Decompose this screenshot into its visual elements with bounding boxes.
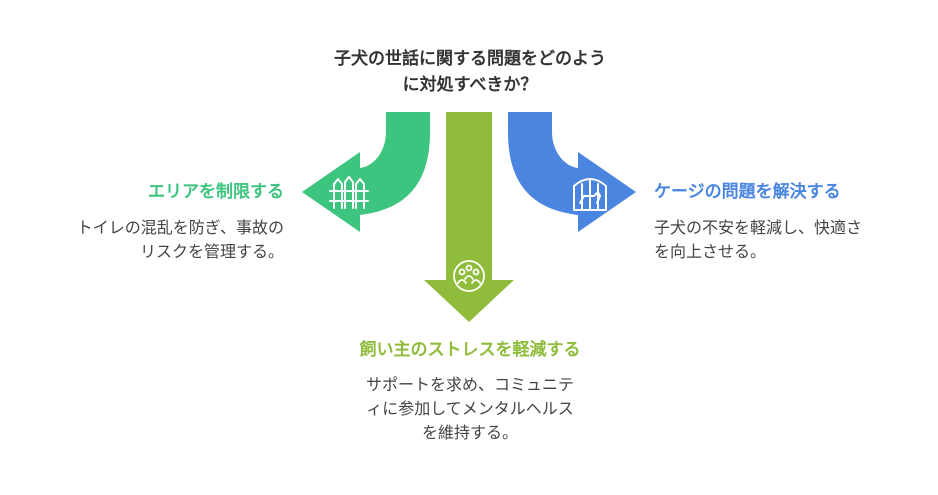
title-line-2: に対処すべきか？: [402, 75, 538, 95]
center-branch-heading: 飼い主のストレスを軽減する: [359, 340, 581, 360]
right-desc-line-1: 子犬の不安を軽減し、快適さ: [654, 218, 863, 237]
right-branch-heading: ケージの問題を解決する: [654, 182, 841, 202]
left-desc-line-2: リスクを管理する。: [139, 242, 284, 261]
left-branch-heading: エリアを制限する: [148, 182, 284, 202]
right-branch-description: 子犬の不安を軽減し、快適さ を向上させる。: [654, 216, 862, 264]
center-branch-description: サポートを求め、コミュニテ ィに参加してメンタルヘルス を維持する。: [300, 373, 640, 445]
left-desc-line-1: トイレの混乱を防ぎ、事故の: [76, 218, 284, 237]
center-desc-line-2: ィに参加してメンタルヘルス: [366, 399, 574, 418]
right-arrow: [508, 112, 636, 232]
title-line-1: 子犬の世話に関する問題をどのよう: [334, 49, 606, 69]
left-branch-description: トイレの混乱を防ぎ、事故の リスクを管理する。: [77, 216, 284, 264]
fence-icon: [329, 176, 369, 209]
community-icon: [453, 260, 485, 292]
center-desc-line-3: を維持する。: [421, 423, 518, 442]
left-arrow: [302, 112, 430, 232]
center-arrow: [424, 112, 514, 322]
dog-cage-icon: [573, 178, 607, 211]
diagram-title: 子犬の世話に関する問題をどのよう に対処すべきか？: [300, 46, 640, 98]
right-desc-line-2: を向上させる。: [654, 242, 767, 261]
center-desc-line-1: サポートを求め、コミュニテ: [365, 375, 574, 394]
